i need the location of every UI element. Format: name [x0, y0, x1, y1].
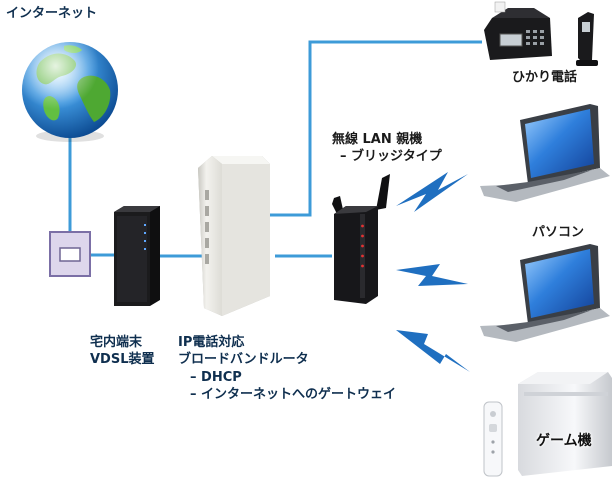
router-label-line3: – DHCP: [190, 370, 242, 385]
wireless-access-point-icon: [332, 174, 390, 304]
link-router-phone: [270, 40, 482, 217]
game-label: ゲーム機: [536, 433, 592, 449]
broadband-router-icon: [198, 156, 270, 316]
connection-lines: [68, 40, 482, 258]
router-label-line2: ブロードバンドルータ: [178, 352, 309, 367]
wireless-ap-label-line1: 無線 LAN 親機: [332, 132, 423, 147]
vdsl-modem-icon: [114, 206, 160, 306]
wireless-signals: [396, 172, 470, 372]
game-console-icon: [483, 372, 612, 477]
wall-jack-icon: [49, 231, 91, 277]
wireless-bolt-icon: [396, 330, 470, 372]
globe-icon: [22, 42, 118, 142]
fax-phone-icon: [484, 1, 598, 66]
router-label-line1: IP電話対応: [178, 335, 245, 350]
laptop-icon: [480, 244, 610, 342]
wireless-ap-label-line2: – ブリッジタイプ: [340, 149, 442, 164]
laptop-icon: [480, 104, 610, 202]
wireless-bolt-icon: [396, 264, 468, 286]
vdsl-label-line2: VDSL装置: [90, 352, 155, 367]
vdsl-label-line1: 宅内端末: [90, 335, 143, 350]
router-label-line4: – インターネットへのゲートウェイ: [190, 387, 397, 402]
wireless-bolt-icon: [396, 172, 468, 212]
wii-remote-icon: [483, 401, 503, 477]
internet-label: インターネット: [6, 6, 98, 21]
phone-label: ひかり電話: [512, 70, 578, 85]
pc-label: パソコン: [532, 225, 585, 240]
